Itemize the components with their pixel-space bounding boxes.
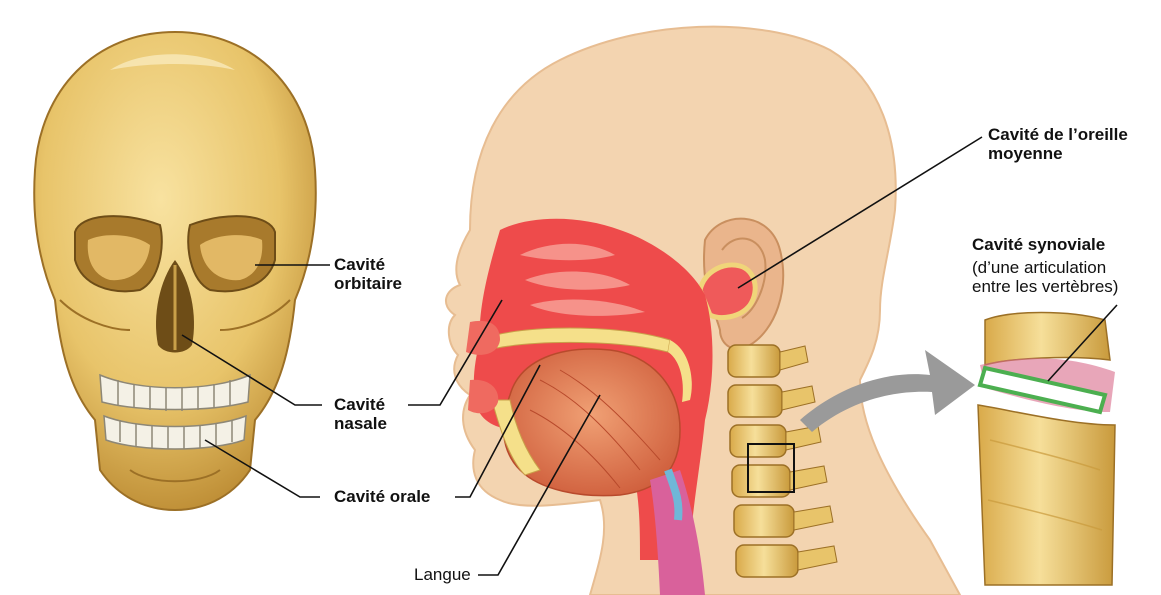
skull [34,32,315,510]
label-synoviale-description: (d’une articulation entre les vertèbres) [972,258,1118,296]
orbit-right [188,216,275,291]
label-cavite-orbitaire: Cavité orbitaire [334,255,402,293]
orbit-left [75,216,162,291]
label-cavite-synoviale: Cavité synoviale [972,235,1105,254]
label-cavite-orale: Cavité orale [334,487,430,506]
label-cavite-nasale: Cavité nasale [334,395,387,433]
label-langue: Langue [414,565,471,584]
head-section [446,27,960,595]
synovial-joint-detail [978,313,1115,586]
label-cavite-oreille-moyenne: Cavité de l’oreille moyenne [988,125,1128,163]
